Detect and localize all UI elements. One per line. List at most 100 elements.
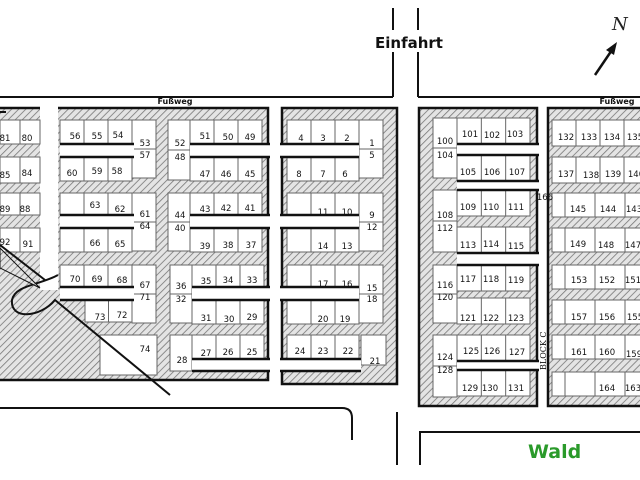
plot-number[interactable]: 125 xyxy=(463,347,479,357)
plot-number[interactable]: 92 xyxy=(0,238,10,248)
plot-number[interactable]: 113 xyxy=(460,241,476,251)
plot-number[interactable]: 117 xyxy=(460,275,476,285)
plot-number[interactable]: 127 xyxy=(509,348,525,358)
plot-number[interactable]: 66 xyxy=(90,239,101,249)
plot-cell[interactable] xyxy=(564,371,596,397)
plot-number[interactable]: 126 xyxy=(484,347,500,357)
plot-number[interactable]: 62 xyxy=(115,205,126,215)
plot-number[interactable]: 72 xyxy=(117,311,128,321)
plot-number[interactable]: 85 xyxy=(0,171,10,181)
plot-number[interactable]: 25 xyxy=(247,348,258,358)
plot-number[interactable]: 54 xyxy=(113,131,124,141)
plot-number[interactable]: 67 xyxy=(140,281,151,291)
plot-number[interactable]: 35 xyxy=(201,277,212,287)
plot-number[interactable]: 32 xyxy=(176,295,187,305)
plot-number[interactable]: 108 xyxy=(437,211,453,221)
plot-number[interactable]: 159 xyxy=(626,350,640,360)
plot-number[interactable]: 100 xyxy=(437,137,453,147)
plot-number[interactable]: 13 xyxy=(342,242,353,252)
plot-number[interactable]: 135 xyxy=(627,133,640,143)
plot-number[interactable]: 166 xyxy=(537,193,553,203)
plot-number[interactable]: 71 xyxy=(140,293,151,303)
plot-number[interactable]: 140 xyxy=(628,170,640,180)
plot-cell[interactable] xyxy=(456,369,531,397)
plot-number[interactable]: 132 xyxy=(558,133,574,143)
plot-number[interactable]: 36 xyxy=(176,282,187,292)
plot-number[interactable]: 42 xyxy=(221,204,232,214)
plot-cell[interactable] xyxy=(564,334,640,360)
plot-cell[interactable] xyxy=(564,264,640,290)
plot-number[interactable]: 49 xyxy=(245,133,256,143)
plot-number[interactable]: 34 xyxy=(223,276,234,286)
plot-number[interactable]: 107 xyxy=(509,168,525,178)
plot-number[interactable]: 131 xyxy=(508,384,524,394)
plot-number[interactable]: 138 xyxy=(583,171,599,181)
plot-number[interactable]: 101 xyxy=(462,130,478,140)
plot-number[interactable]: 157 xyxy=(571,313,587,323)
plot-number[interactable]: 153 xyxy=(571,276,587,286)
plot-number[interactable]: 105 xyxy=(460,168,476,178)
plot-number[interactable]: 22 xyxy=(343,347,354,357)
plot-cell[interactable] xyxy=(551,192,566,218)
plot-number[interactable]: 103 xyxy=(507,130,523,140)
plot-number[interactable]: 26 xyxy=(223,348,234,358)
plot-cell[interactable] xyxy=(564,227,640,253)
plot-number[interactable]: 46 xyxy=(221,170,232,180)
plot-cell[interactable] xyxy=(551,371,566,397)
plot-number[interactable]: 7 xyxy=(320,170,325,180)
plot-number[interactable]: 143 xyxy=(626,205,640,215)
plot-number[interactable]: 37 xyxy=(246,241,257,251)
plot-number[interactable]: 68 xyxy=(117,276,128,286)
plot-number[interactable]: 148 xyxy=(598,241,614,251)
plot-number[interactable]: 64 xyxy=(140,222,151,232)
plot-cell[interactable] xyxy=(551,334,566,360)
plot-number[interactable]: 40 xyxy=(175,224,186,234)
plot-number[interactable]: 33 xyxy=(247,276,258,286)
plot-number[interactable]: 58 xyxy=(112,167,123,177)
plot-number[interactable]: 19 xyxy=(340,315,351,325)
plot-cell[interactable] xyxy=(456,154,531,182)
plot-number[interactable]: 89 xyxy=(0,205,10,215)
plot-cell[interactable] xyxy=(551,299,566,325)
plot-number[interactable]: 74 xyxy=(140,345,151,355)
plot-number[interactable]: 48 xyxy=(175,153,186,163)
plot-number[interactable]: 70 xyxy=(70,275,81,285)
plot-cell[interactable] xyxy=(191,334,265,360)
plot-number[interactable]: 122 xyxy=(483,314,499,324)
plot-number[interactable]: 155 xyxy=(627,313,640,323)
plot-number[interactable]: 91 xyxy=(23,240,34,250)
plot-cell[interactable] xyxy=(59,119,133,145)
plot-number[interactable]: 160 xyxy=(599,348,615,358)
plot-number[interactable]: 41 xyxy=(245,204,256,214)
plot-cell[interactable] xyxy=(564,192,640,218)
plot-number[interactable]: 73 xyxy=(95,313,106,323)
plot-number[interactable]: 56 xyxy=(70,132,81,142)
plot-number[interactable]: 110 xyxy=(483,203,499,213)
plot-number[interactable]: 106 xyxy=(484,168,500,178)
plot-number[interactable]: 16 xyxy=(342,280,353,290)
plot-number[interactable]: 129 xyxy=(462,384,478,394)
plot-number[interactable]: 21 xyxy=(370,357,381,367)
plot-number[interactable]: 4 xyxy=(298,134,303,144)
plot-number[interactable]: 84 xyxy=(22,169,33,179)
plot-number[interactable]: 116 xyxy=(437,281,453,291)
plot-number[interactable]: 39 xyxy=(200,242,211,252)
plot-number[interactable]: 28 xyxy=(177,356,188,366)
plot-number[interactable]: 111 xyxy=(508,203,524,213)
plot-number[interactable]: 118 xyxy=(483,275,499,285)
plot-number[interactable]: 145 xyxy=(570,205,586,215)
plot-number[interactable]: 30 xyxy=(224,315,235,325)
plot-number[interactable]: 3 xyxy=(320,134,325,144)
plot-number[interactable]: 149 xyxy=(570,240,586,250)
plot-cell[interactable] xyxy=(456,117,531,145)
plot-number[interactable]: 17 xyxy=(318,280,329,290)
plot-number[interactable]: 44 xyxy=(175,211,186,221)
plot-number[interactable]: 114 xyxy=(483,240,499,250)
plot-cell[interactable] xyxy=(191,264,265,290)
plot-number[interactable]: 29 xyxy=(247,313,258,323)
plot-number[interactable]: 57 xyxy=(140,151,151,161)
plot-number[interactable]: 156 xyxy=(599,313,615,323)
plot-number[interactable]: 123 xyxy=(508,314,524,324)
plot-cell[interactable] xyxy=(456,297,531,325)
plot-number[interactable]: 102 xyxy=(484,131,500,141)
